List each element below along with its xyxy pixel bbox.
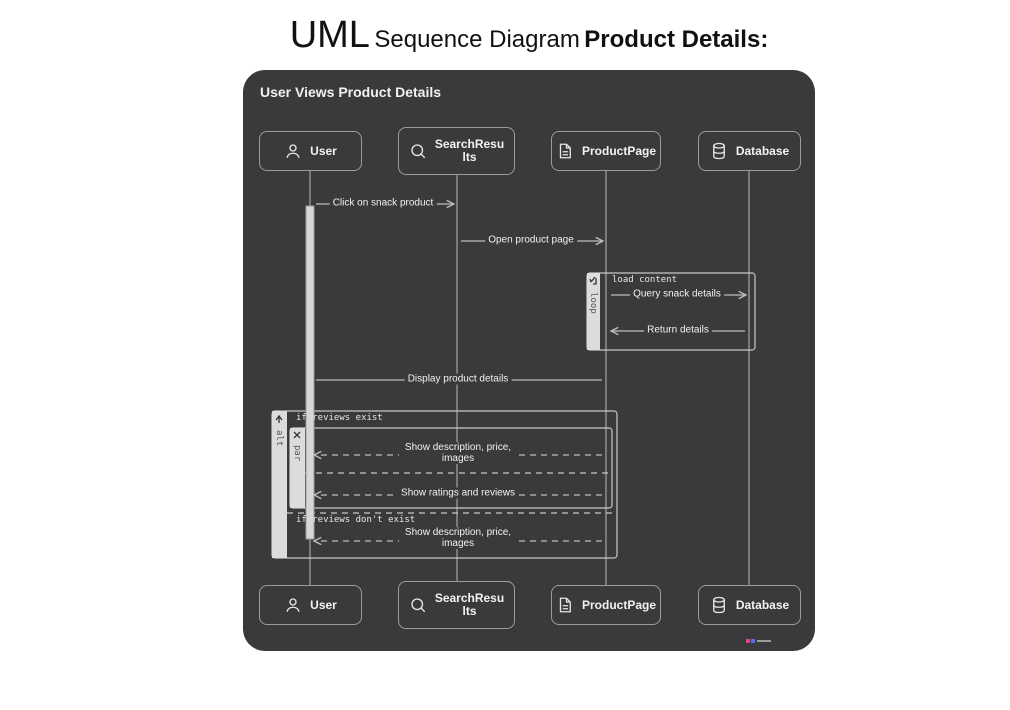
participant-label: ProductPage bbox=[581, 597, 656, 612]
participant-productpage-bottom[interactable]: ProductPage bbox=[551, 585, 661, 625]
participant-searchresults-bottom[interactable]: SearchResults bbox=[398, 581, 515, 629]
par-sidebar bbox=[290, 428, 305, 508]
participant-searchresults-top[interactable]: SearchResults bbox=[398, 127, 515, 175]
page-title: UML Sequence Diagram Product Details: bbox=[0, 14, 1010, 57]
diagram-title: User Views Product Details bbox=[260, 84, 442, 100]
message-label: Open product page bbox=[485, 234, 577, 246]
loop-icon bbox=[589, 276, 597, 285]
brand-logo bbox=[746, 639, 771, 643]
participant-label: User bbox=[310, 143, 337, 158]
search-icon bbox=[409, 596, 427, 614]
title-bold: Product Details: bbox=[584, 26, 769, 53]
participant-label: SearchResults bbox=[434, 591, 505, 618]
database-icon bbox=[710, 142, 728, 160]
message-label: Display product details bbox=[404, 373, 512, 385]
message-label: Query snack details bbox=[630, 288, 724, 300]
message-label: Show description, price, images bbox=[399, 442, 517, 464]
participant-database-top[interactable]: Database bbox=[698, 131, 801, 171]
participant-label: ProductPage bbox=[581, 143, 656, 158]
alt-condition-2: if reviews don't exist bbox=[296, 515, 416, 525]
participant-label: Database bbox=[735, 597, 790, 612]
user-activation-bar bbox=[305, 205, 315, 540]
participant-label: Database bbox=[735, 143, 790, 158]
database-icon bbox=[710, 596, 728, 614]
loop-condition: load content bbox=[612, 275, 678, 285]
alt-sidebar bbox=[272, 411, 287, 558]
participant-label: SearchResults bbox=[434, 137, 505, 164]
alt-keyword: alt bbox=[274, 430, 284, 447]
participant-user-top[interactable]: User bbox=[259, 131, 362, 171]
sequence-diagram-panel: User Views Product Details User SearchRe… bbox=[243, 70, 815, 651]
search-icon bbox=[409, 142, 427, 160]
document-icon bbox=[556, 596, 574, 614]
message-label: Click on snack product bbox=[329, 197, 437, 209]
par-icon bbox=[293, 431, 301, 439]
message-label: Return details bbox=[644, 324, 712, 336]
loop-sidebar bbox=[587, 273, 600, 350]
user-icon bbox=[284, 596, 302, 614]
participant-label: User bbox=[310, 597, 337, 612]
title-mid: Sequence Diagram bbox=[374, 26, 580, 53]
participant-user-bottom[interactable]: User bbox=[259, 585, 362, 625]
participant-productpage-top[interactable]: ProductPage bbox=[551, 131, 661, 171]
par-keyword: par bbox=[292, 445, 302, 462]
alt-icon bbox=[275, 414, 283, 423]
title-main: UML bbox=[289, 14, 370, 56]
document-icon bbox=[556, 142, 574, 160]
alt-condition-1: if reviews exist bbox=[296, 413, 383, 423]
message-label: Show description, price, images bbox=[399, 527, 517, 549]
loop-keyword: loop bbox=[588, 292, 598, 314]
participant-database-bottom[interactable]: Database bbox=[698, 585, 801, 625]
message-label: Show ratings and reviews bbox=[398, 487, 518, 499]
user-icon bbox=[284, 142, 302, 160]
